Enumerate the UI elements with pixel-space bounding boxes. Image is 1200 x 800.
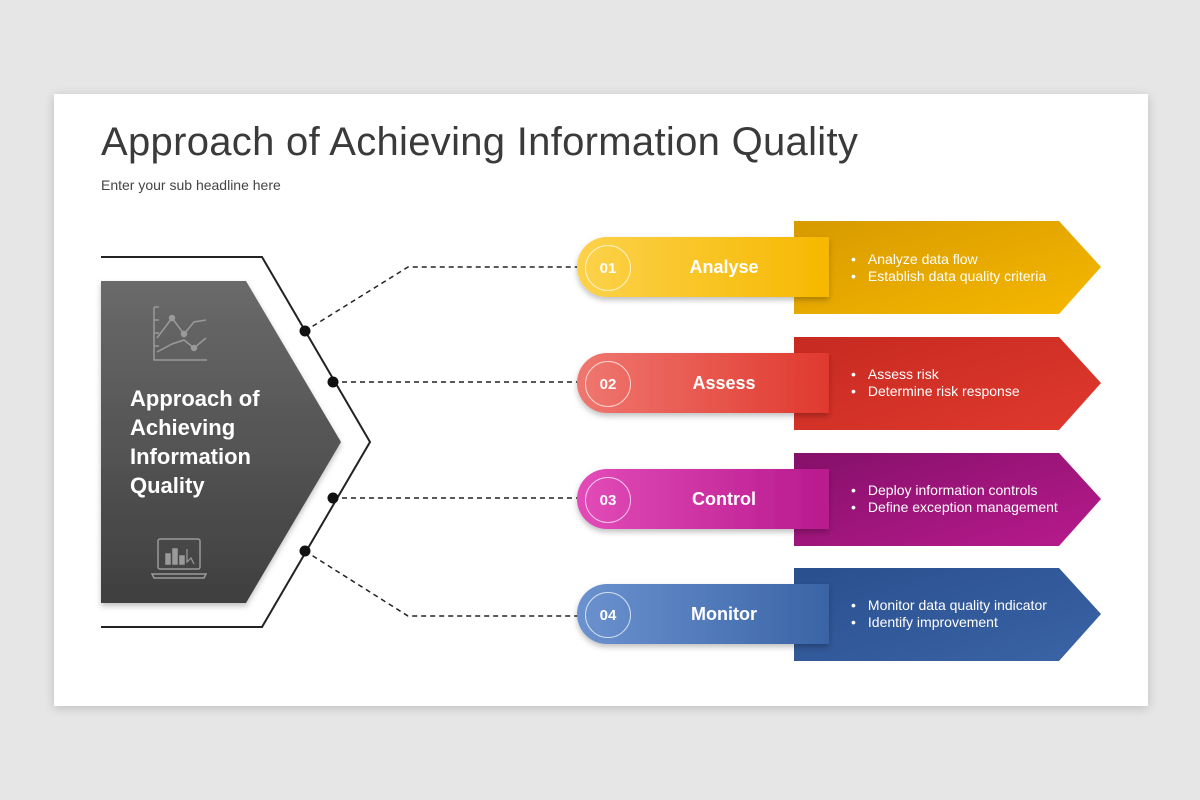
step-3-number: 03 <box>585 477 631 523</box>
step-4-label: Monitor <box>691 604 757 624</box>
center-title-line-3: Information <box>130 444 251 469</box>
connector-4 <box>304 550 581 617</box>
step-2-label: Assess <box>692 373 756 393</box>
step-1-number: 01 <box>585 245 631 291</box>
outline-chevron <box>101 256 372 628</box>
step-2-bullets: Assess risk Determine risk response <box>851 366 1020 400</box>
step-3-pill <box>577 469 829 529</box>
connector-1 <box>304 266 581 332</box>
page-subtitle: Enter your sub headline here <box>101 177 281 193</box>
center-title-line-2: Achieving <box>130 415 236 440</box>
connector-dot-2 <box>327 376 339 388</box>
page-title: Approach of Achieving Information Qualit… <box>101 120 859 164</box>
center-title-line-1: Approach of <box>130 386 260 411</box>
step-1-bullets: Analyze data flow Establish data quality… <box>851 251 1046 285</box>
step-4-bullets: Monitor data quality indicator Identify … <box>851 597 1047 631</box>
center-title: Approach of Achieving Information Qualit… <box>130 384 290 500</box>
step-4-pill <box>577 584 829 644</box>
step-1-label: Analyse <box>689 257 759 277</box>
connector-dot-4 <box>299 545 311 557</box>
line-chart-icon <box>153 306 207 361</box>
laptop-chart-icon <box>150 538 208 579</box>
step-1-bullet-2: Establish data quality criteria <box>851 268 1046 285</box>
step-4-bullet-1: Monitor data quality indicator <box>851 597 1047 614</box>
step-2-bullet-1: Assess risk <box>851 366 1020 383</box>
step-4-number: 04 <box>585 592 631 638</box>
step-shapes <box>577 221 1101 661</box>
step-3-bullets: Deploy information controls Define excep… <box>851 482 1058 516</box>
center-title-line-4: Quality <box>130 473 205 498</box>
step-4-bullet-2: Identify improvement <box>851 614 1047 631</box>
step-1-bullet-1: Analyze data flow <box>851 251 1046 268</box>
step-2-number: 02 <box>585 361 631 407</box>
step-3-bullet-1: Deploy information controls <box>851 482 1058 499</box>
slide: Approach of Achieving Information Qualit… <box>54 94 1148 706</box>
connector-dot-3 <box>327 492 339 504</box>
step-1-pill <box>577 237 829 297</box>
step-2-bullet-2: Determine risk response <box>851 383 1020 400</box>
center-chevron <box>101 281 341 603</box>
step-3-bullet-2: Define exception management <box>851 499 1058 516</box>
step-3-label: Control <box>692 489 756 509</box>
step-2-pill <box>577 353 829 413</box>
connector-dot-1 <box>299 325 311 337</box>
